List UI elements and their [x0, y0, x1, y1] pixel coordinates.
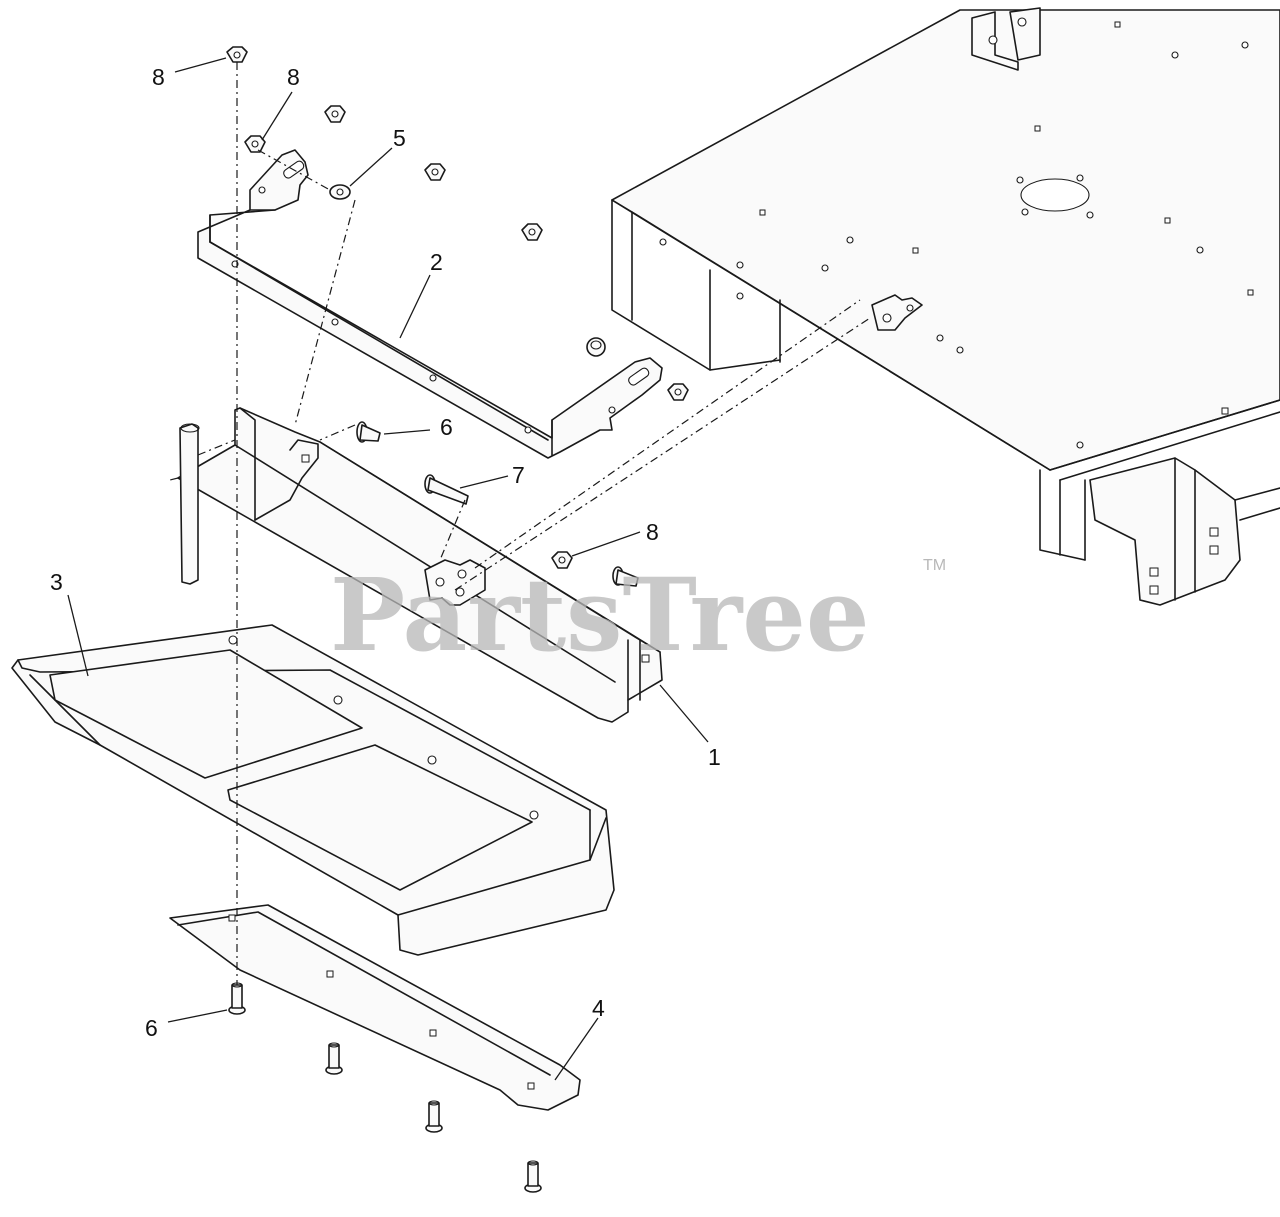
part-1-channel	[177, 407, 663, 723]
hex-nut-mid	[551, 551, 573, 569]
callout-4: 4	[592, 995, 605, 1021]
rivet-1	[228, 982, 246, 1015]
leader-lines	[67, 57, 709, 1081]
deck-frame	[611, 7, 1280, 606]
hex-nut-b	[424, 163, 446, 181]
part-2-bracket	[197, 149, 663, 459]
hex-nut-top-left	[226, 46, 248, 63]
nut-item-8-upper	[244, 135, 266, 153]
callout-7: 7	[512, 462, 525, 488]
pin-item-6-upper	[356, 421, 381, 443]
callout-1: 1	[708, 744, 721, 770]
watermark-text: PartsTree	[330, 556, 870, 674]
bolt-item-mid	[612, 566, 639, 587]
bolt-item-7	[424, 474, 469, 505]
watermark: PartsTree TM	[330, 556, 946, 674]
rivet-3	[425, 1100, 443, 1133]
callout-6-upper: 6	[440, 414, 453, 440]
rivets-lower	[228, 982, 542, 1193]
callout-8-top-left: 8	[152, 64, 165, 90]
flange-nut-e	[586, 337, 606, 357]
rivet-4	[524, 1160, 542, 1193]
hex-nuts	[226, 46, 689, 569]
part-4-lower-plate	[169, 904, 581, 1111]
hex-nut-d	[667, 383, 689, 401]
watermark-trademark: TM	[923, 557, 946, 574]
callout-8-mid: 8	[646, 519, 659, 545]
hex-nut-a	[324, 105, 346, 123]
callout-3: 3	[50, 569, 63, 595]
rivet-2	[325, 1042, 343, 1075]
callout-5: 5	[393, 125, 406, 151]
callout-8-upper: 8	[287, 64, 300, 90]
part-3-foot-plate	[11, 624, 615, 956]
callout-6-lower: 6	[145, 1015, 158, 1041]
assembly-lines	[169, 62, 871, 985]
callout-labels: 8 8 5 2 6 7 8 3 1 6 4	[50, 64, 721, 1041]
hex-nut-c	[521, 223, 543, 241]
washer-item-5	[329, 184, 351, 200]
callout-2: 2	[430, 249, 443, 275]
